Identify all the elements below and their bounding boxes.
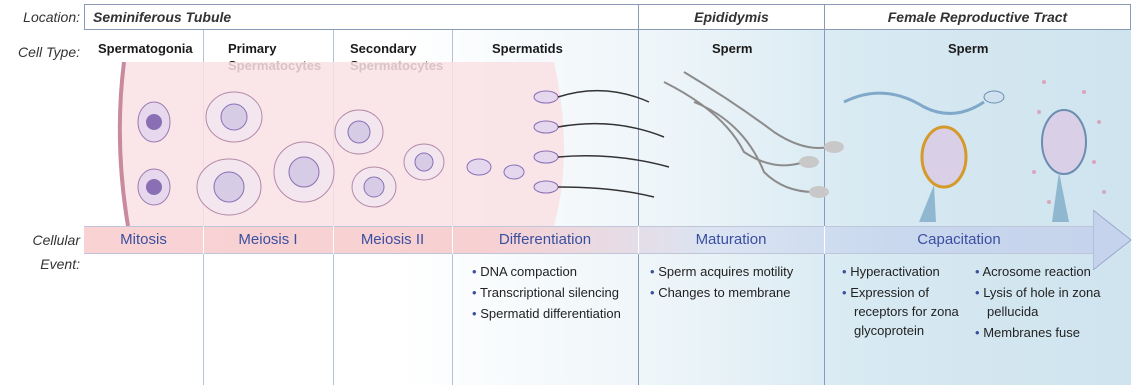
capacitated-sperm-tail bbox=[844, 93, 984, 113]
event-capacitation: Capacitation bbox=[824, 230, 1094, 250]
capacitation-bullets-right: • Acrosome reaction • Lysis of hole in z… bbox=[975, 262, 1125, 344]
bullet-item: • Hyperactivation bbox=[842, 262, 964, 281]
event-meiosis-1: Meiosis I bbox=[203, 230, 333, 250]
capacitated-sperm-head bbox=[984, 91, 1004, 103]
differentiation-bullets: • DNA compaction • Transcriptional silen… bbox=[472, 262, 632, 325]
location-epididymis: Epididymis bbox=[638, 4, 824, 30]
bullet-item: • Sperm acquires motility bbox=[650, 262, 820, 281]
secondary-nucleus bbox=[364, 177, 384, 197]
cell-illustration bbox=[84, 62, 1131, 226]
cell-type-sperm-female: Sperm bbox=[948, 40, 988, 57]
bullet-item: • Spermatid differentiation bbox=[472, 304, 632, 323]
cellular-event-row-label-line2: Event: bbox=[4, 256, 80, 273]
cell-type-primary-line1: Primary bbox=[228, 40, 321, 57]
maturation-bullets: • Sperm acquires motility • Changes to m… bbox=[650, 262, 820, 304]
event-mitosis: Mitosis bbox=[84, 230, 203, 250]
bullet-item: • Acrosome reaction bbox=[975, 262, 1125, 281]
bullet-item: • Changes to membrane bbox=[650, 283, 820, 302]
arrow-head-icon bbox=[1093, 210, 1133, 270]
event-maturation: Maturation bbox=[638, 230, 824, 250]
primary-nucleus bbox=[221, 104, 247, 130]
spermatid-tails bbox=[558, 91, 669, 197]
cellular-event-row-label-line1: Cellular bbox=[4, 232, 80, 249]
cell-type-row-label: Cell Type: bbox=[4, 44, 80, 61]
sperm-midpiece bbox=[919, 185, 936, 222]
secondary-nucleus bbox=[415, 153, 433, 171]
location-female-reproductive-tract: Female Reproductive Tract bbox=[824, 4, 1131, 30]
spermatogonium-nucleus bbox=[146, 179, 162, 195]
acrosome-reacting-sperm bbox=[922, 127, 966, 187]
bullet-item: • Membranes fuse bbox=[975, 323, 1125, 342]
bullet-item: • Expression of receptors for zona glyco… bbox=[842, 283, 964, 340]
primary-nucleus bbox=[214, 172, 244, 202]
event-meiosis-2: Meiosis II bbox=[333, 230, 452, 250]
cell-type-secondary-line1: Secondary bbox=[350, 40, 443, 57]
capacitation-bullets-left: • Hyperactivation • Expression of recept… bbox=[842, 262, 964, 342]
epididymis-sperm bbox=[664, 72, 829, 192]
event-differentiation: Differentiation bbox=[452, 230, 638, 250]
sperm-midpiece bbox=[1052, 172, 1069, 222]
epididymis-sperm-heads bbox=[799, 141, 844, 198]
secondary-nucleus bbox=[348, 121, 370, 143]
cell-type-sperm-epididymis: Sperm bbox=[712, 40, 752, 57]
bullet-item: • Lysis of hole in zona pellucida bbox=[975, 283, 1125, 321]
location-row-label: Location: bbox=[4, 9, 80, 26]
cell-type-spermatogonia: Spermatogonia bbox=[98, 40, 193, 57]
fusing-sperm bbox=[1042, 110, 1086, 174]
location-seminiferous-tubule: Seminiferous Tubule bbox=[84, 4, 638, 30]
spermatogonium-nucleus bbox=[146, 114, 162, 130]
bullet-item: • DNA compaction bbox=[472, 262, 632, 281]
primary-nucleus bbox=[289, 157, 319, 187]
bullet-item: • Transcriptional silencing bbox=[472, 283, 632, 302]
cell-type-spermatids: Spermatids bbox=[492, 40, 563, 57]
